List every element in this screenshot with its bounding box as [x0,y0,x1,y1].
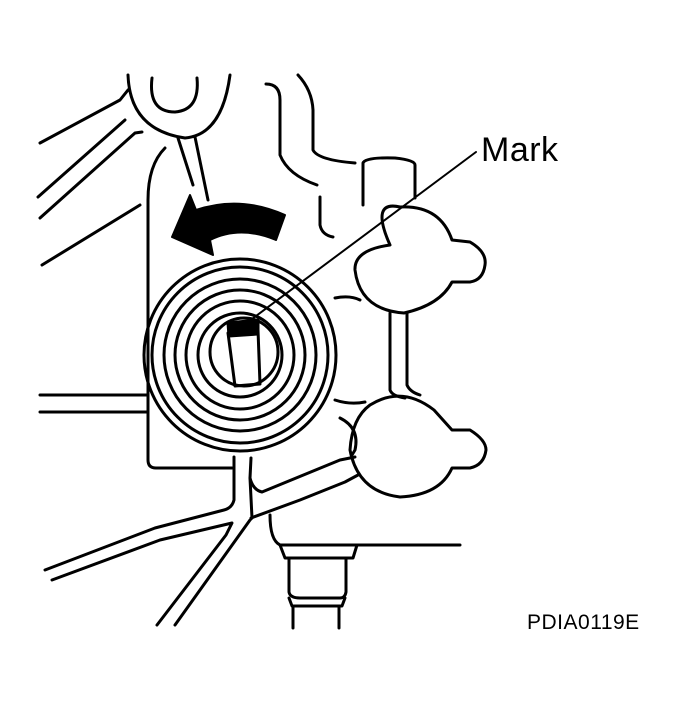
mark-callout-label: Mark [481,131,559,169]
upper-channel [264,73,417,239]
shaft-key [226,318,262,388]
figure-code: PDIA0119E [527,611,640,634]
housing-wall [38,146,234,470]
lower-branches [43,455,360,627]
web-lines [333,295,367,457]
mark-leader-line [247,151,477,323]
bolt-stem [268,513,462,630]
rotation-arrow-icon [171,194,286,256]
left-diagonal-lines [36,88,144,267]
upper-boss [126,73,232,202]
pulley-rings [142,257,338,453]
right-lobes [348,204,488,499]
